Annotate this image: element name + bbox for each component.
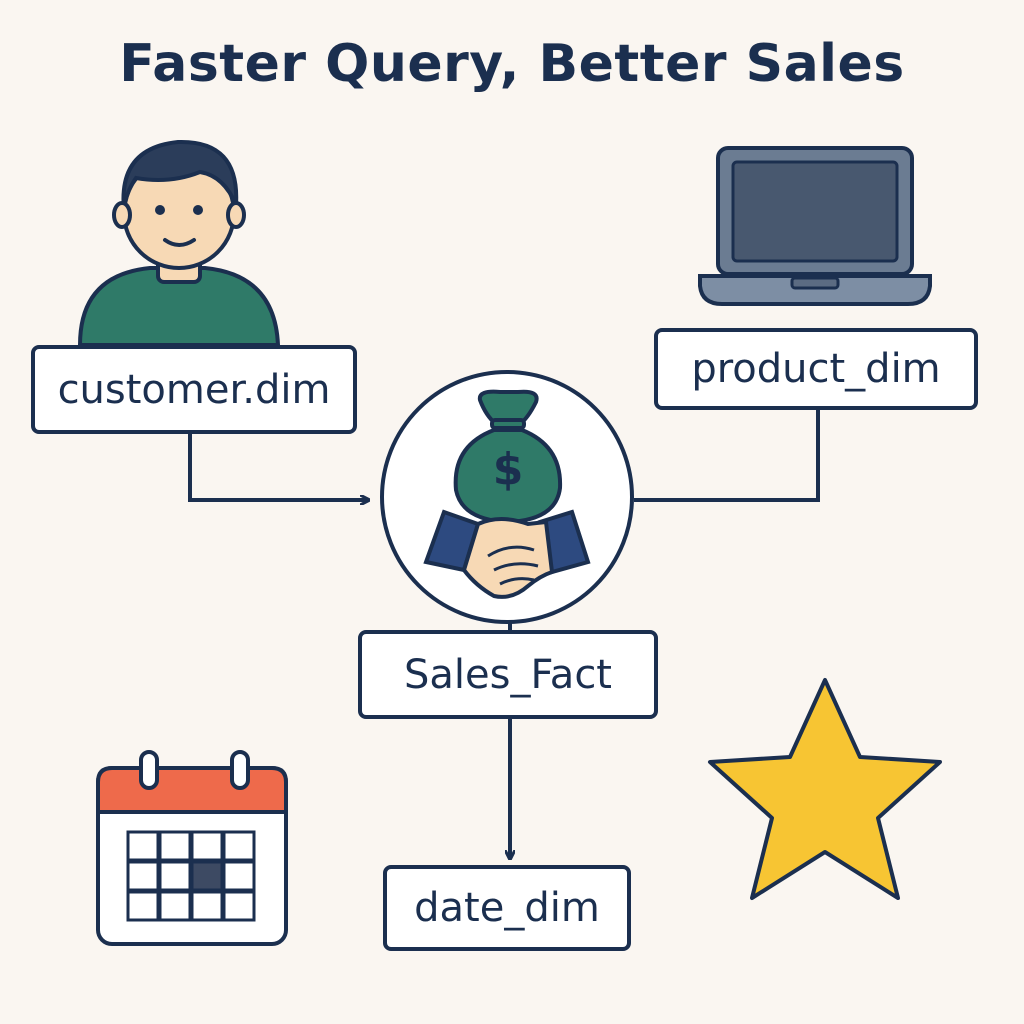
person-icon — [77, 139, 281, 347]
connector-customer-to-fact — [188, 434, 368, 500]
calendar-icon — [96, 750, 288, 946]
diagram-title: Faster Query, Better Sales — [119, 34, 905, 94]
sales-fact-node[interactable]: Sales_Fact — [358, 630, 658, 719]
product-dim-label: product_dim — [691, 346, 941, 392]
date-dim-label: date_dim — [414, 885, 600, 931]
date-dim-node[interactable]: date_dim — [383, 865, 631, 951]
star-icon — [708, 678, 942, 900]
dollar-sign: $ — [492, 444, 524, 495]
laptop-icon — [698, 146, 932, 306]
product-dim-node[interactable]: product_dim — [654, 328, 978, 410]
money-bag-handshake-icon — [423, 389, 591, 599]
connector-product-to-fact — [634, 410, 820, 502]
customer-dim-node[interactable]: customer.dim — [31, 345, 357, 434]
customer-dim-label: customer.dim — [57, 366, 331, 413]
sales-fact-label: Sales_Fact — [404, 651, 612, 698]
